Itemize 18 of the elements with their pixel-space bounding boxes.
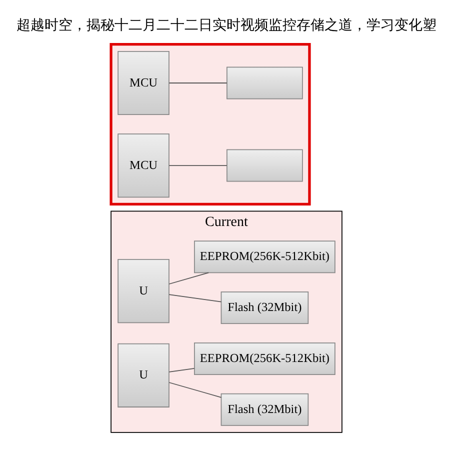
connector (168, 272, 210, 284)
connector (168, 367, 195, 372)
node-box (226, 66, 303, 99)
cluster (110, 42, 311, 205)
node-box (226, 148, 303, 182)
node-box: Flash (32Mbit) (220, 291, 309, 324)
node-box: MCU (118, 132, 170, 198)
node-box: U (118, 342, 170, 407)
node-box: EEPROM(256K-512Kbit) (194, 240, 336, 273)
node-box: EEPROM(256K-512Kbit) (194, 342, 336, 374)
node-box: Flash (32Mbit) (220, 392, 309, 426)
connector (168, 382, 222, 398)
connector (168, 164, 228, 166)
node-box: U (118, 258, 170, 323)
connector (168, 82, 228, 83)
connector (168, 294, 222, 302)
node-box: MCU (118, 50, 170, 115)
diagram-title: 超越时空，揭秘十二月二十二日实时视频监控存储之道，学习变化塑 (16, 16, 436, 33)
